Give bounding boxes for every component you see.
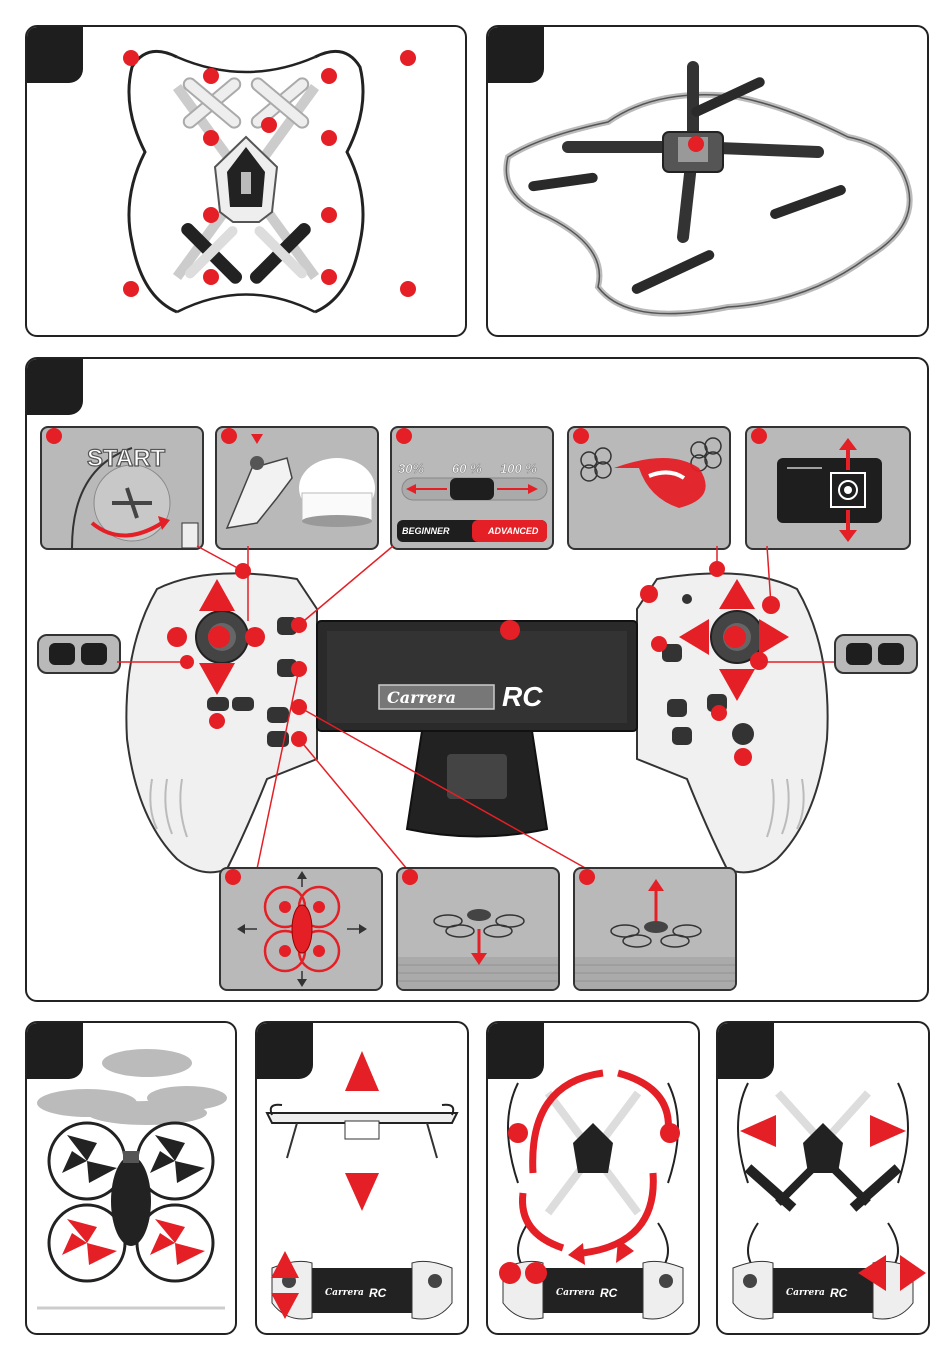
drone-perspective-illustration bbox=[488, 27, 927, 335]
mini-brand-text: Carrera bbox=[325, 1288, 364, 1298]
box-headless-mode bbox=[219, 867, 383, 991]
step-tab bbox=[27, 1023, 83, 1079]
panel-drone-top-view bbox=[25, 25, 467, 337]
mini-rc-text: RC bbox=[369, 1286, 387, 1300]
mini-brand-text: Carrera bbox=[786, 1288, 825, 1298]
step-tab bbox=[718, 1023, 774, 1079]
step-tab bbox=[27, 27, 83, 83]
step-tab bbox=[488, 27, 544, 83]
panel-orientation bbox=[25, 1021, 237, 1335]
box-auto-takeoff bbox=[573, 867, 737, 991]
panel-throttle: Carrera RC bbox=[255, 1021, 469, 1335]
mini-rc-text: RC bbox=[830, 1286, 848, 1300]
mini-brand-text: Carrera bbox=[556, 1288, 595, 1298]
panel-controller-functions: START 30% 60 % 100 % BEGINNER bbox=[25, 357, 929, 1002]
step-tab bbox=[257, 1023, 313, 1079]
panel-sideways: Carrera RC bbox=[716, 1021, 930, 1335]
drone-top-illustration bbox=[27, 27, 465, 335]
panel-rotate: Carrera RC bbox=[486, 1021, 700, 1335]
box-auto-land bbox=[396, 867, 560, 991]
step-tab bbox=[488, 1023, 544, 1079]
brand-logo-text: Carrera bbox=[387, 688, 456, 707]
brand-rc-text: RC bbox=[502, 681, 543, 712]
panel-drone-perspective bbox=[486, 25, 929, 337]
mini-rc-text: RC bbox=[600, 1286, 618, 1300]
